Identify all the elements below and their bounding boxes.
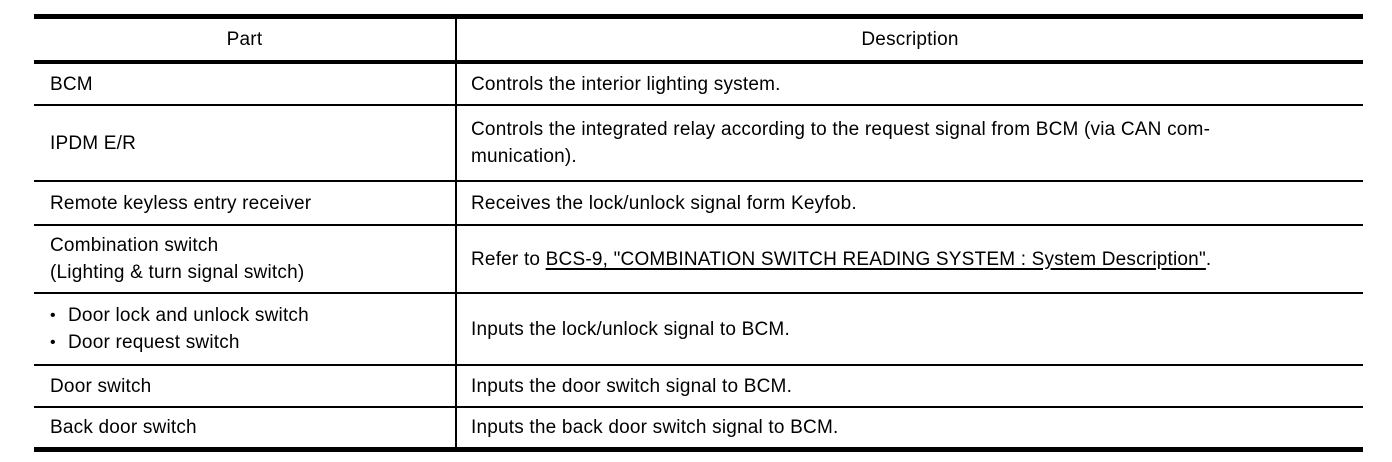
bullet-item: • Door lock and unlock switch xyxy=(50,302,439,329)
reference-prefix-text: Refer to xyxy=(471,248,546,270)
bullet-icon: • xyxy=(50,307,56,324)
table-header-row: Part Description xyxy=(34,19,1363,64)
description-cell: Inputs the lock/unlock signal to BCM. xyxy=(455,294,1363,364)
reference-suffix-text: . xyxy=(1205,248,1212,270)
part-cell: Combination switch (Lighting & turn sign… xyxy=(34,226,455,292)
description-reference: Refer to BCS-9, "COMBINATION SWITCH READ… xyxy=(471,246,1347,273)
part-text: Door switch xyxy=(50,375,152,397)
part-text-line: Door lock and unlock switch xyxy=(68,305,309,326)
part-text-line: (Lighting & turn signal switch) xyxy=(50,262,305,283)
part-text: Back door switch xyxy=(50,417,197,438)
table-row-door-switch: Door switch Inputs the door switch signa… xyxy=(34,366,1363,408)
description-text: Inputs the door switch signal to BCM. xyxy=(471,375,793,397)
part-cell: • Door lock and unlock switch • Door req… xyxy=(34,294,455,364)
part-text-line: Combination switch xyxy=(50,235,219,256)
part-cell: Remote keyless entry receiver xyxy=(34,182,455,224)
parts-description-table: Part Description BCM Controls the interi… xyxy=(34,14,1363,452)
description-text: Receives the lock/unlock signal form Key… xyxy=(471,192,857,214)
description-text-line: munication). xyxy=(471,146,577,167)
part-text: Remote keyless entry receiver xyxy=(50,192,312,214)
description-cell: Controls the integrated relay according … xyxy=(455,106,1363,180)
part-text: IPDM E/R xyxy=(50,132,137,154)
table-row-ipdm-er: IPDM E/R Controls the integrated relay a… xyxy=(34,106,1363,182)
bcs-9-reference-link[interactable]: BCS-9, "COMBINATION SWITCH READING SYSTE… xyxy=(545,248,1206,270)
table-row-back-door-switch: Back door switch Inputs the back door sw… xyxy=(34,408,1363,447)
description-cell: Refer to BCS-9, "COMBINATION SWITCH READ… xyxy=(455,226,1363,292)
table-row-combination-switch: Combination switch (Lighting & turn sign… xyxy=(34,226,1363,294)
column-header-description: Description xyxy=(455,19,1363,60)
part-text-line: Door request switch xyxy=(68,332,240,353)
column-header-part-label: Part xyxy=(226,29,263,50)
description-text: Inputs the back door switch signal to BC… xyxy=(471,417,839,438)
column-header-description-label: Description xyxy=(861,29,959,50)
column-header-part: Part xyxy=(34,19,455,60)
bullet-item: • Door request switch xyxy=(50,329,439,356)
part-cell: BCM xyxy=(34,64,455,104)
description-cell: Inputs the back door switch signal to BC… xyxy=(455,408,1363,447)
description-text: Inputs the lock/unlock signal to BCM. xyxy=(471,318,790,340)
description-cell: Receives the lock/unlock signal form Key… xyxy=(455,182,1363,224)
description-text-line: Controls the integrated relay according … xyxy=(471,119,1211,140)
part-cell: IPDM E/R xyxy=(34,106,455,180)
table-row-bcm: BCM Controls the interior lighting syste… xyxy=(34,64,1363,106)
bullet-icon: • xyxy=(50,334,56,351)
part-cell: Back door switch xyxy=(34,408,455,447)
description-text: Controls the interior lighting system. xyxy=(471,73,781,95)
table-row-door-lock-and-request-switch: • Door lock and unlock switch • Door req… xyxy=(34,294,1363,366)
part-cell: Door switch xyxy=(34,366,455,406)
part-text: BCM xyxy=(50,73,93,95)
description-cell: Inputs the door switch signal to BCM. xyxy=(455,366,1363,406)
table-row-remote-keyless-entry-receiver: Remote keyless entry receiver Receives t… xyxy=(34,182,1363,226)
description-cell: Controls the interior lighting system. xyxy=(455,64,1363,104)
